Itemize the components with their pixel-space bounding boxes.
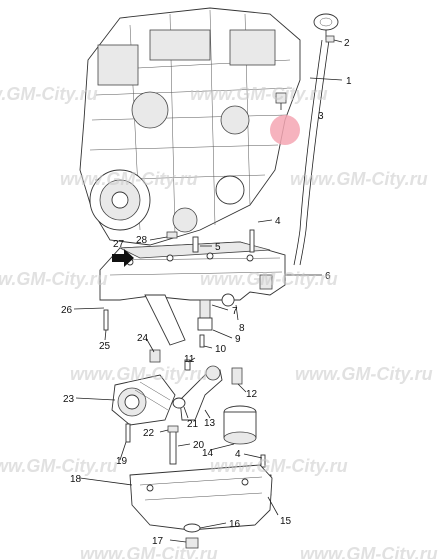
callout-11: 11 (184, 354, 195, 365)
callout-5: 5 (215, 242, 221, 253)
callout-18: 18 (70, 474, 82, 485)
callout-27: 27 (113, 239, 125, 250)
callout-17: 17 (152, 536, 164, 547)
callout-26: 26 (61, 305, 73, 316)
callout-19: 19 (116, 456, 128, 467)
callout-3: 3 (318, 111, 324, 122)
watermarks: www.GM-City.ru www.GM-City.ru www.GM-Cit… (0, 84, 438, 559)
callout-23: 23 (63, 394, 75, 405)
oil-filter (223, 405, 257, 445)
callout-14: 14 (202, 448, 214, 459)
callout-25: 25 (99, 341, 111, 352)
callout-21: 21 (187, 419, 199, 430)
oil-level-sensor (275, 92, 287, 110)
callout-13: 13 (204, 418, 216, 429)
callout-10: 10 (215, 344, 227, 355)
adapter-fitting (231, 367, 243, 385)
watermark-10: www.GM-City.ru (210, 456, 348, 476)
highlight-marker (270, 115, 300, 145)
callout-15: 15 (280, 516, 292, 527)
callout-9: 9 (235, 334, 241, 345)
callout-6: 6 (325, 271, 331, 282)
watermark-4: www.GM-City.ru (290, 169, 428, 189)
watermark-3: www.GM-City.ru (60, 169, 198, 189)
watermark-9: www.GM-City.ru (0, 456, 118, 476)
watermark-6: www.GM-City.ru (200, 269, 338, 289)
dipstick-tube (293, 13, 339, 266)
watermark-2: www.GM-City.ru (190, 84, 328, 104)
callout-labels: 1 2 3 4 5 6 7 8 9 10 11 12 13 14 15 16 1… (61, 38, 352, 547)
engine-block (79, 7, 301, 246)
callout-16: 16 (229, 519, 241, 530)
oil-pump (111, 374, 176, 426)
callout-7: 7 (232, 306, 238, 317)
fasteners-upper (103, 229, 255, 371)
callout-12: 12 (246, 389, 258, 400)
seal-ring (172, 397, 186, 409)
callout-8: 8 (239, 323, 245, 334)
watermark-12: www.GM-City.ru (300, 544, 438, 559)
callout-20: 20 (193, 440, 205, 451)
direction-arrow (112, 249, 134, 267)
callout-28: 28 (136, 235, 148, 246)
watermark-5: www.GM-City.ru (0, 269, 108, 289)
watermark-8: www.GM-City.ru (295, 364, 433, 384)
callout-4: 4 (275, 216, 281, 227)
leader-lines (73, 39, 343, 543)
watermark-7: www.GM-City.ru (70, 364, 208, 384)
callout-1: 1 (346, 76, 352, 87)
lower-oil-pan (129, 464, 273, 531)
callout-22: 22 (143, 428, 155, 439)
callout-24: 24 (137, 333, 149, 344)
callout-2: 2 (344, 38, 350, 49)
watermark-1: www.GM-City.ru (0, 84, 98, 104)
oil-pickup-tube (179, 365, 223, 421)
watermark-11: www.GM-City.ru (80, 544, 218, 559)
callout-4b: 4 (235, 449, 241, 460)
